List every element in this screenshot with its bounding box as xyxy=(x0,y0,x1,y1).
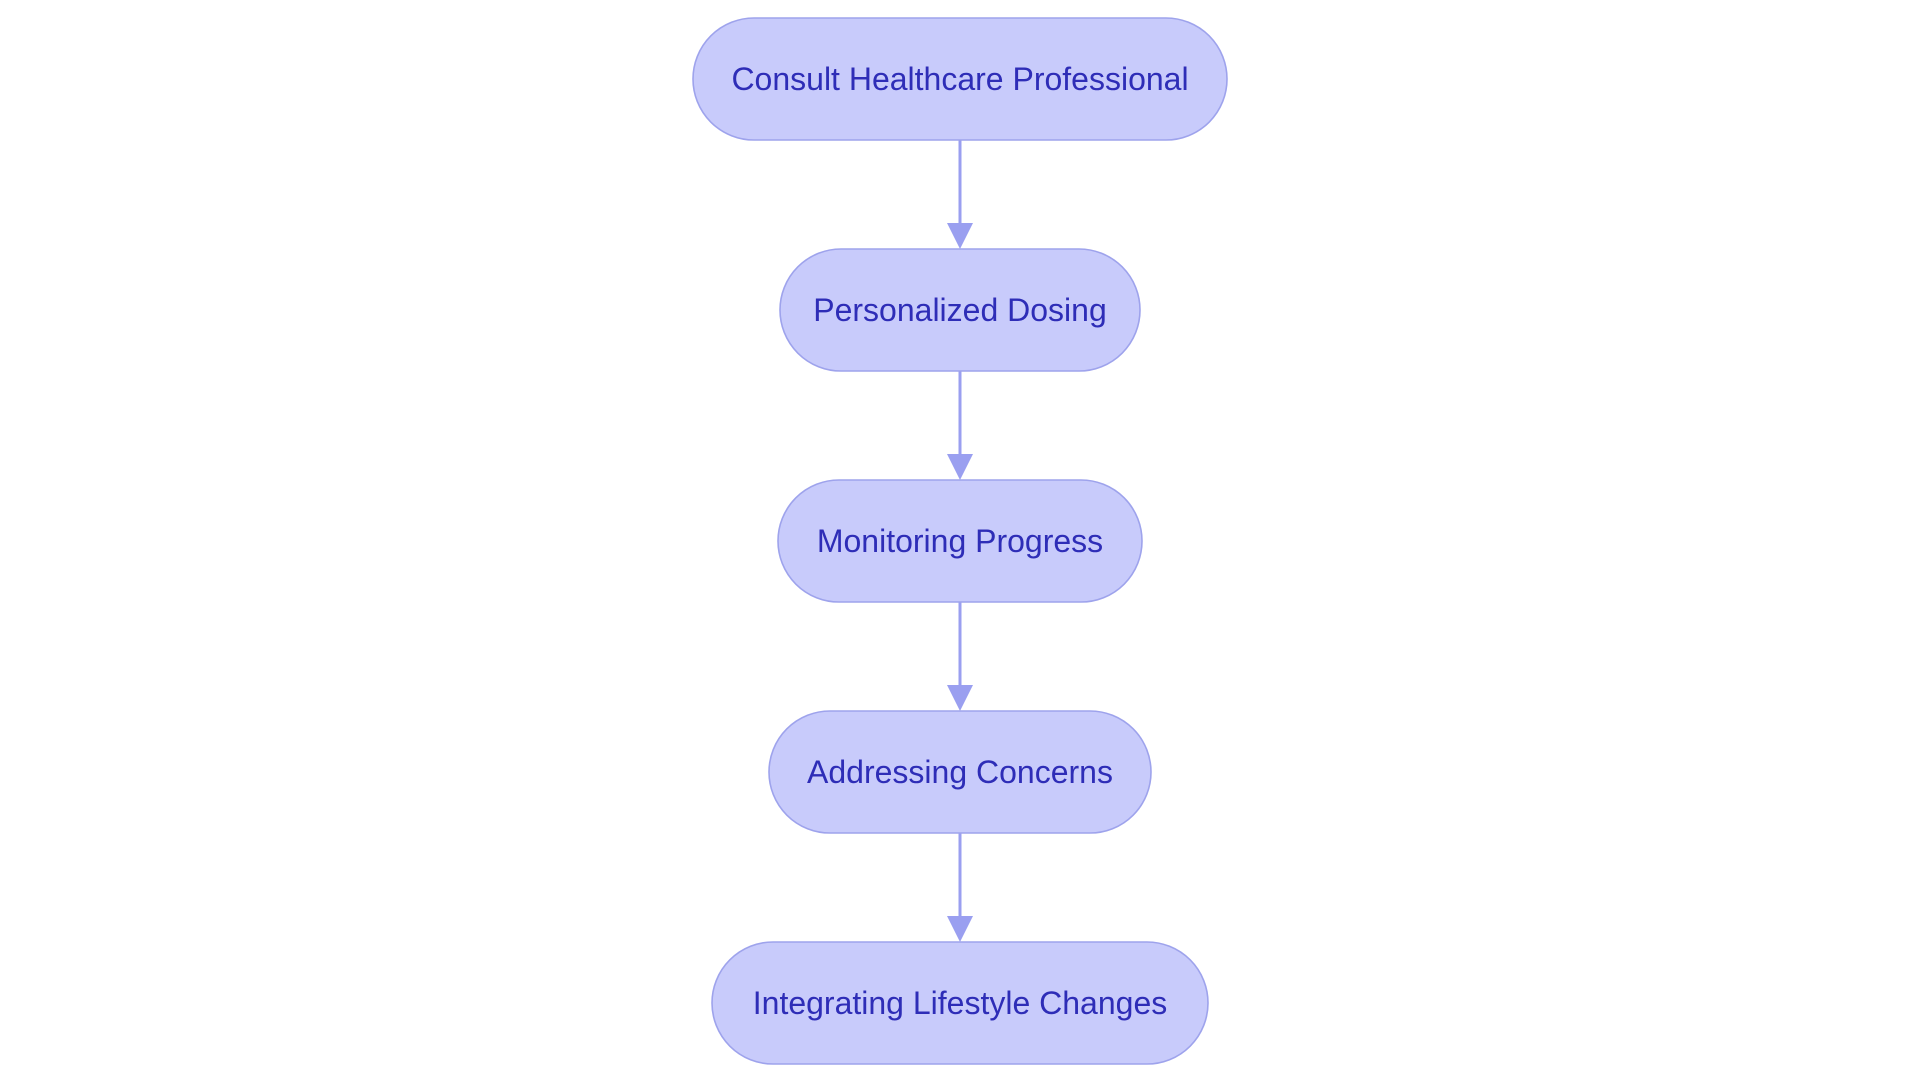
flow-node-5: Integrating Lifestyle Changes xyxy=(711,941,1209,1065)
node-label: Monitoring Progress xyxy=(817,523,1103,559)
edges-layer xyxy=(947,140,973,942)
edge-n2-n3 xyxy=(947,371,973,480)
flow-node-1: Consult Healthcare Professional xyxy=(692,17,1228,141)
node-shape xyxy=(692,17,1228,141)
flow-node-2: Personalized Dosing xyxy=(779,248,1141,372)
node-shape xyxy=(779,248,1141,372)
arrowhead-icon xyxy=(947,916,973,942)
node-label: Addressing Concerns xyxy=(807,754,1113,790)
node-shape xyxy=(711,941,1209,1065)
node-shape xyxy=(777,479,1143,603)
flow-node-4: Addressing Concerns xyxy=(768,710,1152,834)
edge-n1-n2 xyxy=(947,140,973,249)
flow-node-3: Monitoring Progress xyxy=(777,479,1143,603)
node-label: Consult Healthcare Professional xyxy=(731,61,1188,97)
arrowhead-icon xyxy=(947,685,973,711)
edge-n3-n4 xyxy=(947,602,973,711)
edge-n4-n5 xyxy=(947,833,973,942)
arrowhead-icon xyxy=(947,223,973,249)
arrowhead-icon xyxy=(947,454,973,480)
node-label: Integrating Lifestyle Changes xyxy=(753,985,1167,1021)
node-label: Personalized Dosing xyxy=(813,292,1107,328)
node-shape xyxy=(768,710,1152,834)
nodes-layer: Consult Healthcare ProfessionalPersonali… xyxy=(692,17,1228,1065)
